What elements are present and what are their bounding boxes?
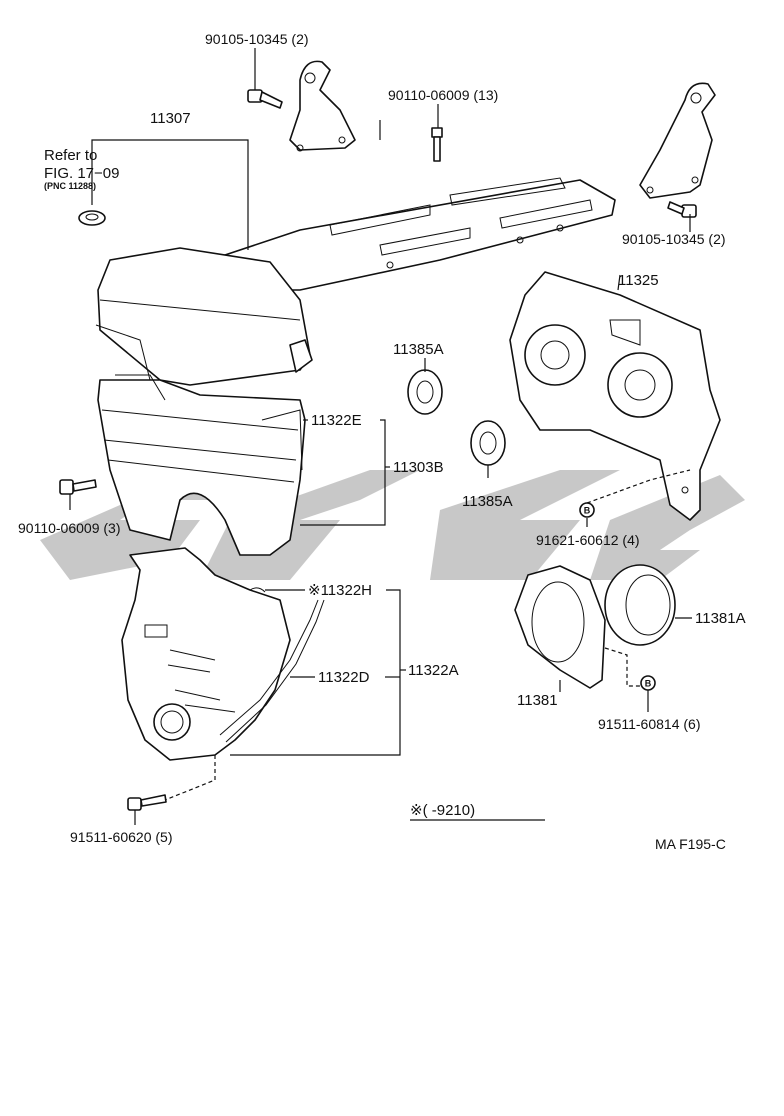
gasket-11322d bbox=[219, 599, 325, 743]
part-label-91621-60612: 91621-60612 (4) bbox=[536, 532, 640, 548]
gasket-11322h bbox=[249, 587, 266, 593]
bolt-icon bbox=[59, 479, 97, 495]
bolt-icon bbox=[431, 127, 443, 162]
part-label-11381a: 11381A bbox=[695, 610, 746, 627]
figure-code: MA F195-C bbox=[655, 836, 726, 852]
oil-seal-11381a bbox=[604, 564, 676, 646]
leader-lines bbox=[69, 48, 692, 825]
bolt-marker-b: B bbox=[579, 502, 595, 518]
part-label-11322h: ※11322H bbox=[308, 582, 372, 599]
oil-seal-11385a-upper bbox=[407, 369, 443, 415]
timing-belt-cover-no2 bbox=[97, 374, 306, 556]
bolt-icon bbox=[247, 89, 283, 109]
svg-text:B: B bbox=[584, 506, 591, 516]
oil-seal-retainer bbox=[514, 565, 606, 689]
part-label-11303b: 11303B bbox=[393, 459, 444, 476]
part-label-11322d: 11322D bbox=[318, 669, 370, 686]
washer-icon bbox=[78, 210, 106, 226]
part-label-90110-06009-top: 90110-06009 (13) bbox=[388, 87, 498, 103]
part-label-11307: 11307 bbox=[150, 110, 191, 127]
part-label-91511-60620: 91511-60620 (5) bbox=[70, 829, 172, 845]
part-label-90110-06009-left: 90110-06009 (3) bbox=[18, 520, 120, 536]
part-label-11322e: 11322E bbox=[311, 412, 362, 429]
footnote-date-range: ※( -9210) bbox=[410, 802, 475, 819]
svg-text:B: B bbox=[645, 679, 652, 689]
part-label-11385a-upper: 11385A bbox=[393, 341, 444, 358]
engine-hanger-bracket-right bbox=[639, 82, 716, 199]
refer-note-line2: FIG. 17−09 bbox=[44, 165, 119, 182]
part-label-11385a-lower: 11385A bbox=[462, 493, 513, 510]
engine-hanger-bracket-left bbox=[289, 60, 356, 152]
part-label-91511-60814: 91511-60814 (6) bbox=[598, 716, 700, 732]
oil-seal-11385a-lower bbox=[470, 420, 506, 466]
part-label-11325: 11325 bbox=[618, 272, 659, 289]
timing-belt-rear-plate bbox=[509, 271, 721, 521]
refer-note-pnc: (PNC 11288) bbox=[44, 181, 96, 191]
gasket-11322e bbox=[261, 409, 303, 471]
timing-belt-cover-no1 bbox=[121, 547, 291, 761]
part-label-90105-10345-left: 90105-10345 (2) bbox=[205, 31, 309, 47]
part-label-11381: 11381 bbox=[517, 692, 558, 709]
timing-belt-cover-upper bbox=[95, 247, 313, 386]
part-label-11322a: 11322A bbox=[408, 662, 459, 679]
bolt-icon bbox=[667, 201, 697, 218]
part-label-90105-10345-right: 90105-10345 (2) bbox=[622, 231, 726, 247]
bolt-icon bbox=[127, 794, 167, 811]
bolt-marker-b: B bbox=[640, 675, 656, 691]
refer-note-line1: Refer to bbox=[44, 147, 97, 164]
